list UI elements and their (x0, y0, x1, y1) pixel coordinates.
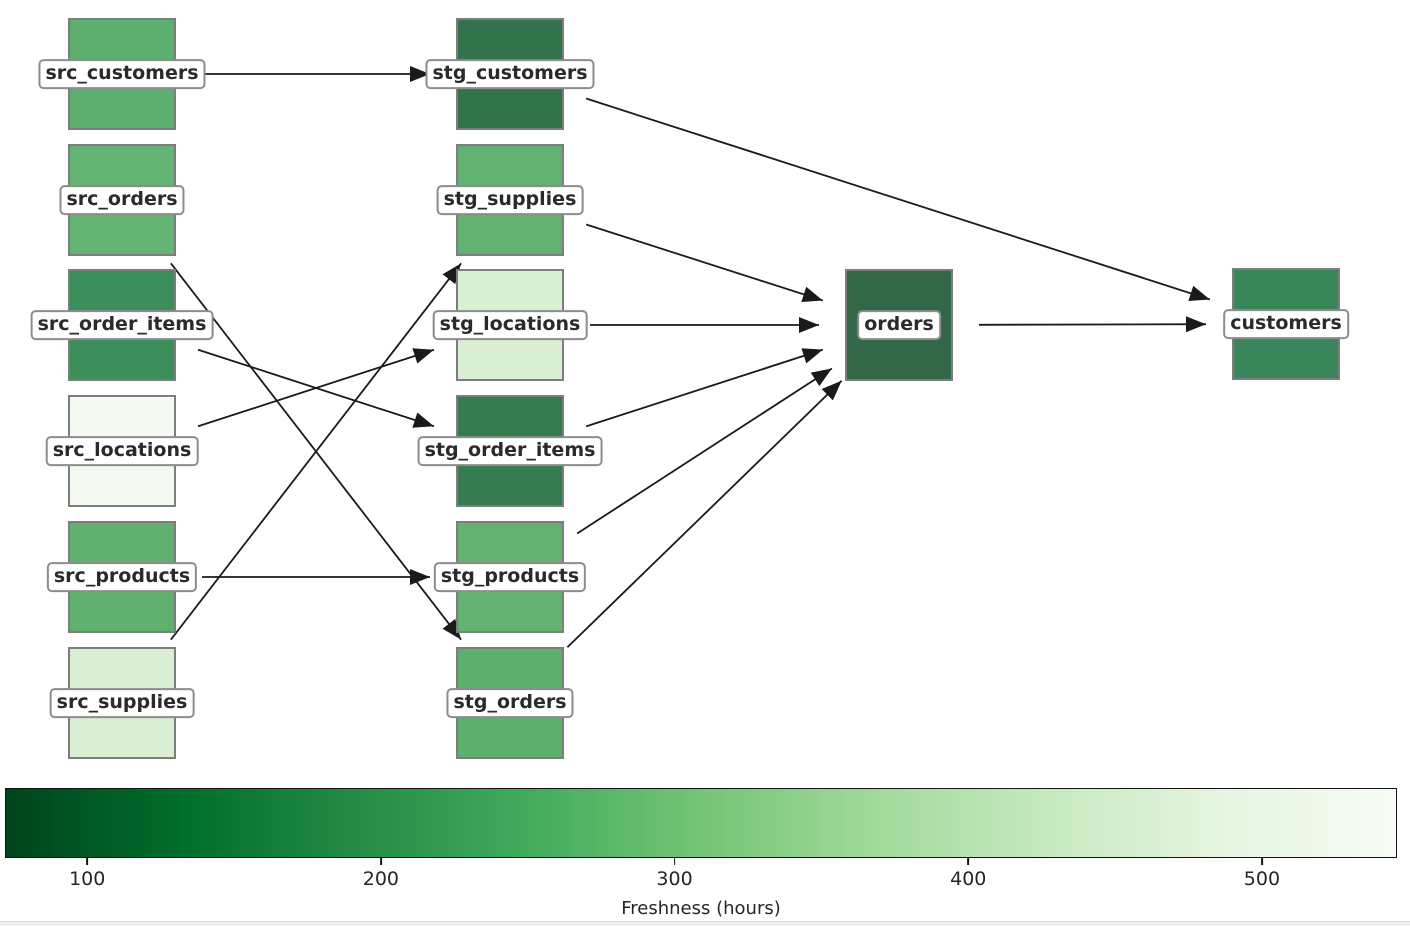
edge-stg_orders-to-orders (566, 380, 843, 648)
node-label-orders: orders (857, 310, 941, 340)
edge-stg_customers-to-customers (585, 97, 1211, 301)
colorbar-tick-label: 100 (69, 868, 106, 890)
window-bottom-edge (0, 921, 1410, 926)
freshness-colorbar (5, 788, 1397, 858)
node-label-stg_customers: stg_customers (425, 59, 595, 89)
colorbar-tick (1261, 858, 1263, 865)
node-label-stg_supplies: stg_supplies (436, 185, 584, 215)
node-label-customers: customers (1223, 309, 1349, 339)
node-label-stg_locations: stg_locations (432, 310, 588, 340)
node-label-src_order_items: src_order_items (30, 310, 214, 340)
node-label-src_customers: src_customers (38, 59, 206, 89)
colorbar-tick (379, 858, 382, 865)
node-label-src_products: src_products (46, 562, 198, 592)
node-label-stg_products: stg_products (433, 562, 587, 592)
edge-stg_order_items-to-orders (585, 348, 824, 428)
node-label-src_locations: src_locations (45, 436, 199, 466)
colorbar-tick-label: 300 (656, 868, 693, 890)
colorbar-tick-label: 200 (362, 868, 400, 890)
colorbar-axis-label: Freshness (hours) (621, 898, 781, 919)
node-label-stg_orders: stg_orders (446, 688, 574, 718)
node-label-src_orders: src_orders (59, 185, 185, 215)
colorbar-tick-label: 500 (1243, 868, 1281, 890)
colorbar-tick-label: 400 (950, 868, 987, 890)
edge-stg_products-to-orders (576, 367, 833, 535)
node-label-src_supplies: src_supplies (49, 688, 195, 718)
edge-stg_supplies-to-orders (585, 223, 824, 303)
edge-orders-to-customers (978, 316, 1207, 333)
node-label-stg_order_items: stg_order_items (417, 436, 603, 466)
colorbar-tick (967, 858, 970, 865)
colorbar-tick (673, 858, 676, 865)
edge-src_supplies-to-stg_supplies (170, 262, 462, 641)
colorbar-tick (86, 858, 89, 865)
edge-src_locations-to-stg_locations (197, 348, 435, 428)
